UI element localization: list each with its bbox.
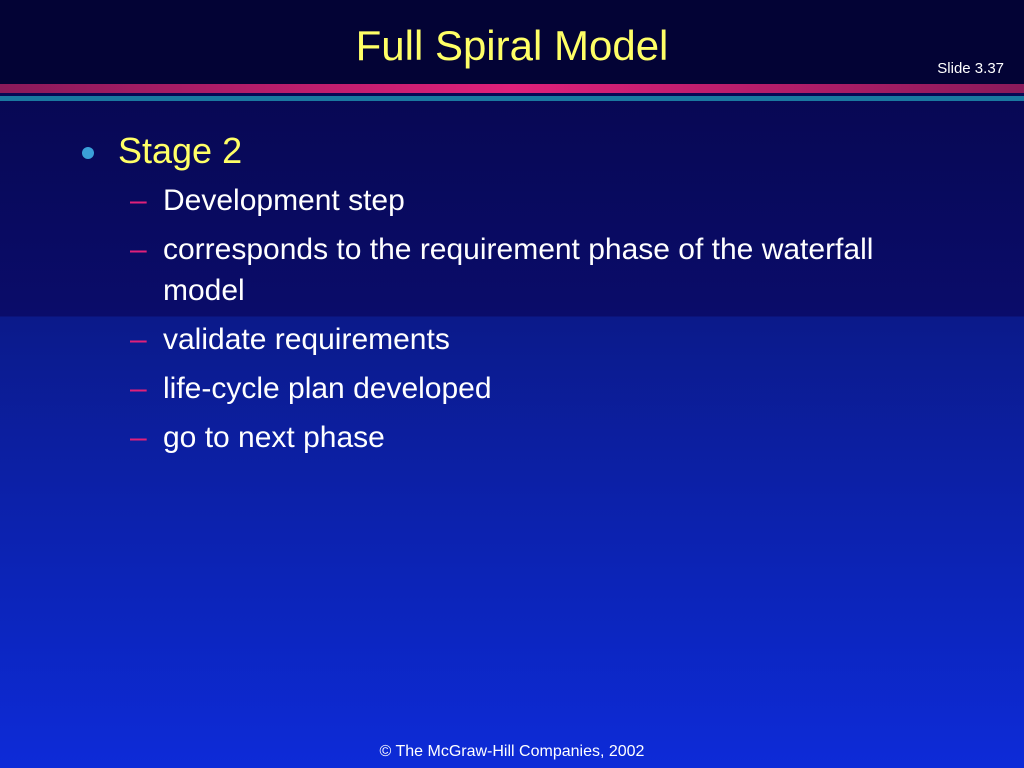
sub-bullet-text: go to next phase <box>163 421 385 454</box>
bullet-dot-icon <box>82 147 94 159</box>
sub-bullet-text: Development step <box>163 184 405 217</box>
sub-bullet-list: – Development step – corresponds to the … <box>130 180 890 466</box>
title-bar <box>0 0 1024 84</box>
dash-icon: – <box>130 372 147 405</box>
sub-bullet-item: – validate requirements <box>130 319 890 360</box>
sub-bullet-text: life-cycle plan developed <box>163 372 492 405</box>
footer-copyright: © The McGraw-Hill Companies, 2002 <box>379 743 645 760</box>
sub-bullet-text: validate requirements <box>163 323 450 356</box>
sub-bullet-item: – go to next phase <box>130 417 890 458</box>
sub-bullet-item: – life-cycle plan developed <box>130 368 890 409</box>
dash-icon: – <box>130 421 147 454</box>
slide-number: Slide 3.37 <box>937 60 1004 77</box>
header-divider-teal <box>0 96 1024 101</box>
sub-bullet-item: – Development step <box>130 180 890 221</box>
sub-bullet-item: – corresponds to the requirement phase o… <box>130 229 890 311</box>
slide-title: Full Spiral Model <box>355 22 669 69</box>
sub-bullet-text: corresponds to the requirement phase of … <box>163 233 874 307</box>
dash-icon: – <box>130 184 147 217</box>
header-divider-pink <box>0 84 1024 93</box>
dash-icon: – <box>130 323 147 356</box>
dash-icon: – <box>130 233 147 266</box>
bullet-stage-heading: Stage 2 <box>118 130 243 171</box>
